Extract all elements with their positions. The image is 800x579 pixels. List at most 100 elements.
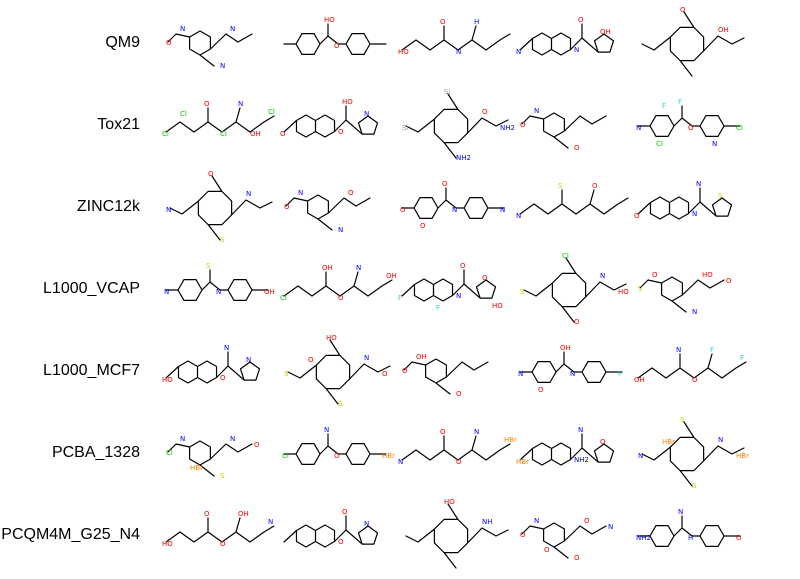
atom-label: O (338, 128, 344, 136)
atom-label: HBr (736, 452, 749, 460)
bond-lines (403, 358, 489, 395)
atom-label: N (268, 518, 273, 526)
atom-label: N (516, 48, 521, 56)
atom-label: OH (322, 264, 333, 272)
atom-label: O (688, 124, 694, 132)
atom-label: O (680, 6, 686, 14)
atom-label: S (558, 182, 563, 190)
bond-lines (401, 269, 497, 302)
atom-label: N (608, 523, 613, 531)
atom-label: S (692, 482, 697, 490)
atom-label: N (246, 190, 251, 198)
bond-lines (165, 269, 269, 301)
oxocane-cyclobutyl-urea-molecule: N O N HO (160, 332, 278, 410)
atom-label: O (280, 130, 286, 138)
atom-label: N (718, 436, 723, 444)
bond-lines (169, 175, 273, 241)
atom-label: OH (250, 130, 261, 138)
dataset-label: L1000_MCF7 (43, 362, 140, 379)
atom-label: N (678, 508, 683, 516)
bond-lines (401, 435, 511, 461)
atom-label: HBr (504, 436, 517, 444)
atom-label: F (740, 354, 744, 362)
atom-label: O (456, 458, 462, 466)
atom-label: O (334, 452, 340, 460)
bond-lines (637, 187, 733, 220)
atom-label: N (238, 100, 243, 108)
atom-label: N (224, 344, 229, 352)
atom-label: O (220, 374, 226, 382)
atom-label: O (460, 262, 466, 270)
atom-label: F (678, 98, 682, 106)
atom-label: O (578, 16, 584, 24)
bond-lines (167, 30, 253, 67)
atom-label: N (712, 140, 717, 148)
atom-label: Si (402, 124, 408, 132)
atom-label: S (718, 192, 723, 200)
atom-label: O (736, 534, 742, 542)
atom-label: OH (718, 26, 729, 34)
bond-lines (283, 23, 387, 55)
atom-label: O (338, 538, 344, 546)
bond-lines (521, 112, 607, 149)
molecule-structure-icon: O OH (641, 6, 745, 77)
atom-label: O (520, 531, 526, 539)
atom-label: Cl (736, 124, 743, 132)
atom-label: NH2 (500, 124, 515, 132)
bond-lines (637, 353, 747, 379)
atom-label: Cl (166, 449, 173, 457)
atom-label: N (570, 370, 575, 378)
atom-label: S (284, 370, 289, 378)
atom-label: HO (162, 376, 173, 384)
atom-label: N (518, 370, 523, 378)
atom-label: HO (618, 288, 629, 296)
atom-label: Cl (180, 110, 187, 118)
atom-label: HO (492, 302, 503, 310)
atom-label: HBr (662, 438, 675, 446)
bond-lines (519, 23, 615, 56)
atom-label: Cl (562, 252, 569, 260)
molecule-structure-icon: OON (283, 508, 379, 548)
atom-label: N (398, 458, 403, 466)
atom-label: HO (702, 271, 713, 279)
atom-label: N (636, 124, 641, 132)
atom-label: O (652, 271, 658, 279)
bond-lines (283, 271, 393, 297)
atom-label: F (618, 370, 622, 378)
dataset-label: QM9 (105, 34, 140, 51)
atom-label: O (204, 100, 210, 108)
atom-label: Si (444, 88, 450, 96)
atom-label: O (456, 390, 462, 398)
atom-label: N (246, 356, 251, 364)
atom-label: O (254, 441, 260, 449)
bond-lines (405, 93, 509, 159)
atom-label: N (356, 264, 361, 272)
atom-label: F (398, 294, 402, 302)
atom-label: S (220, 236, 225, 244)
atom-label: O (334, 42, 340, 50)
atom-label: NH2 (456, 154, 471, 162)
atom-label: O (440, 428, 446, 436)
